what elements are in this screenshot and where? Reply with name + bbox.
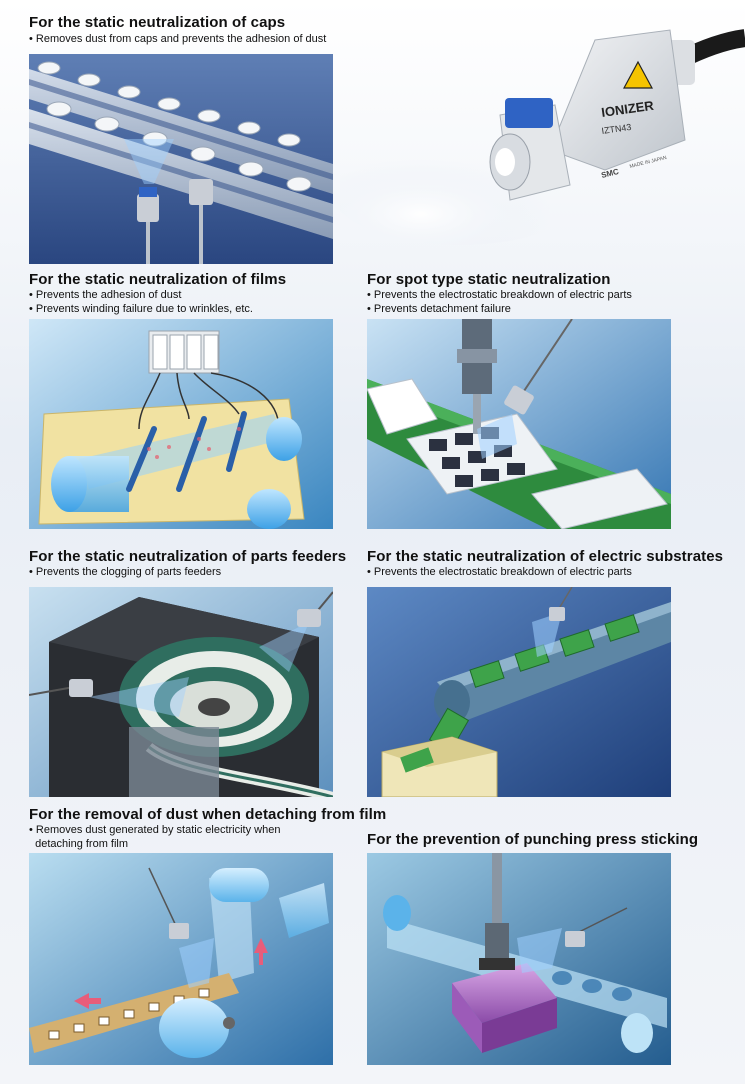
spot-section-title: For spot type static neutralization	[367, 271, 611, 288]
detaching-bullet-1: • Removes dust generated by static elect…	[29, 824, 281, 836]
detaching-section-title: For the removal of dust when detaching f…	[29, 806, 387, 823]
spot-illustration	[367, 319, 671, 529]
substrates-section-title: For the static neutralization of electri…	[367, 548, 724, 565]
films-bullet-1: • Prevents the adhesion of dust	[29, 289, 182, 301]
films-section-title: For the static neutralization of films	[29, 271, 287, 288]
caps-illustration	[29, 54, 333, 264]
substrates-illustration	[367, 587, 671, 797]
punching-section-title: For the prevention of punching press sti…	[367, 831, 699, 848]
ionizer-product-image: IONIZER IZTN43 SMC MADE IN JAPAN	[340, 0, 745, 265]
spot-bullet-1: • Prevents the electrostatic breakdown o…	[367, 289, 632, 301]
feeders-section-title: For the static neutralization of parts f…	[29, 548, 347, 565]
spot-bullet-2: • Prevents detachment failure	[367, 302, 511, 315]
detaching-bullets: • Removes dust generated by static elect…	[29, 824, 280, 851]
spot-bullets: • Prevents the electrostatic breakdown o…	[367, 289, 632, 316]
films-bullet-2: • Prevents winding failure due to wrinkl…	[29, 302, 253, 315]
substrates-bullet-1: • Prevents the electrostatic breakdown o…	[367, 566, 632, 578]
punching-illustration	[367, 853, 671, 1065]
ionizer-name-label: IONIZER	[600, 98, 655, 120]
ionizer-brand-label: SMC	[600, 167, 620, 180]
caps-section-title: For the static neutralization of caps	[29, 14, 286, 31]
caps-bullets: • Removes dust from caps and prevents th…	[29, 33, 326, 47]
ionizer-model-label: IZTN43	[601, 122, 632, 136]
films-bullets: • Prevents the adhesion of dust • Preven…	[29, 289, 253, 316]
films-illustration	[29, 319, 333, 529]
substrates-bullets: • Prevents the electrostatic breakdown o…	[367, 566, 632, 580]
feeders-bullets: • Prevents the clogging of parts feeders	[29, 566, 221, 580]
feeders-illustration	[29, 587, 333, 797]
caps-bullet-1: • Removes dust from caps and prevents th…	[29, 33, 327, 45]
feeders-bullet-1: • Prevents the clogging of parts feeders	[29, 566, 222, 578]
detaching-illustration	[29, 853, 333, 1065]
detaching-bullet-2: detaching from film	[29, 837, 129, 850]
